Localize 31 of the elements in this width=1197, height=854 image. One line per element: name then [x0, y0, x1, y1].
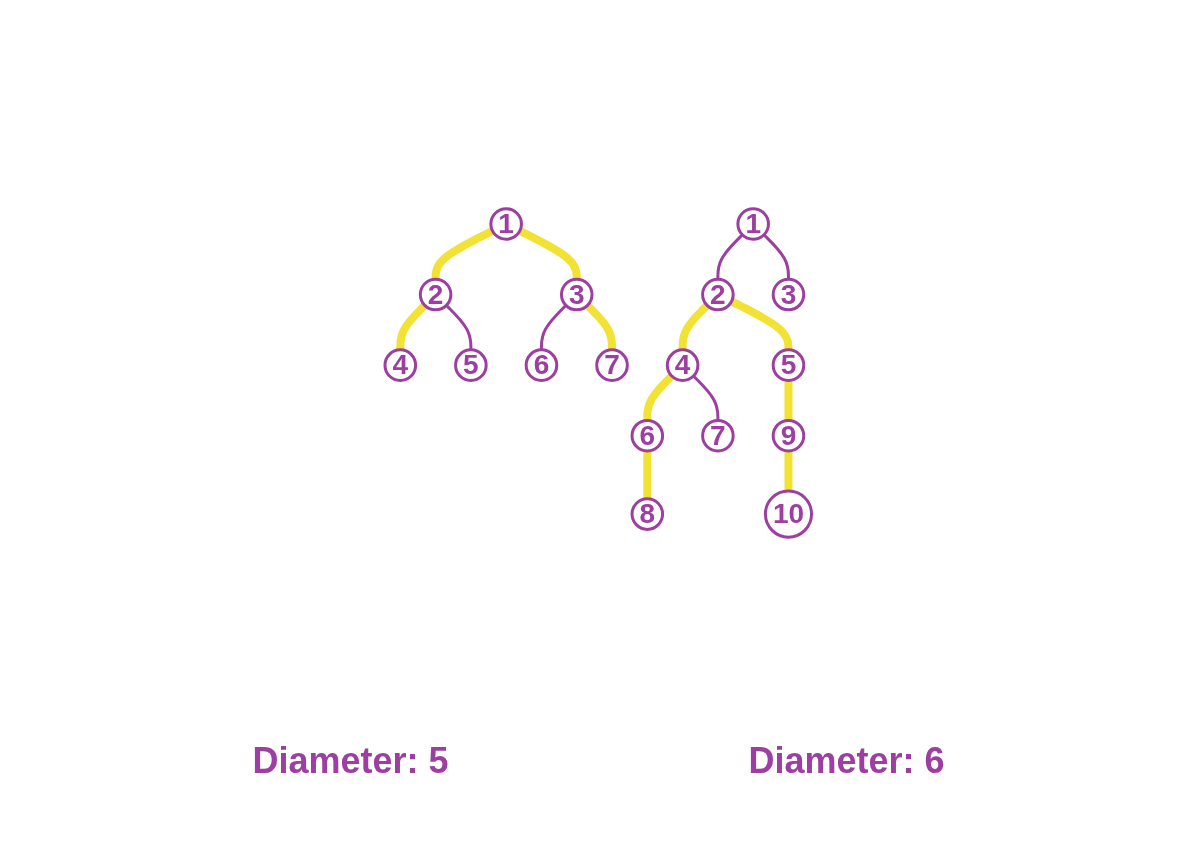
node-circle: 6 — [630, 418, 665, 453]
connector — [584, 302, 617, 351]
node-circle: 4 — [383, 348, 418, 382]
node-circle: 2 — [701, 277, 735, 312]
node-circle: 5 — [771, 348, 806, 382]
node-circle: 5 — [454, 348, 488, 382]
connector — [716, 233, 744, 280]
diameter-caption: Diameter: 5 — [252, 740, 449, 782]
diameter-caption: Diameter: 6 — [748, 740, 945, 782]
connector — [445, 304, 473, 350]
connector — [540, 304, 568, 350]
connector — [678, 302, 711, 351]
connector — [763, 233, 791, 280]
node-circle: 10 — [764, 489, 814, 539]
node-circle: 1 — [736, 207, 771, 241]
connector — [784, 450, 793, 492]
node-circle: 3 — [560, 277, 594, 312]
connector — [396, 302, 428, 351]
node-circle: 9 — [771, 418, 806, 453]
node-circle: 6 — [524, 348, 559, 382]
connector — [784, 379, 793, 421]
node-circle: 1 — [489, 207, 524, 241]
connector — [643, 373, 675, 421]
node-circle: 8 — [630, 497, 665, 531]
node-circle: 4 — [666, 348, 700, 382]
connector — [643, 450, 652, 499]
node-circle: 2 — [419, 277, 453, 312]
node-circle: 3 — [771, 277, 806, 312]
node-circle: 7 — [701, 418, 735, 453]
connector — [692, 374, 720, 421]
node-circle: 7 — [595, 348, 630, 382]
